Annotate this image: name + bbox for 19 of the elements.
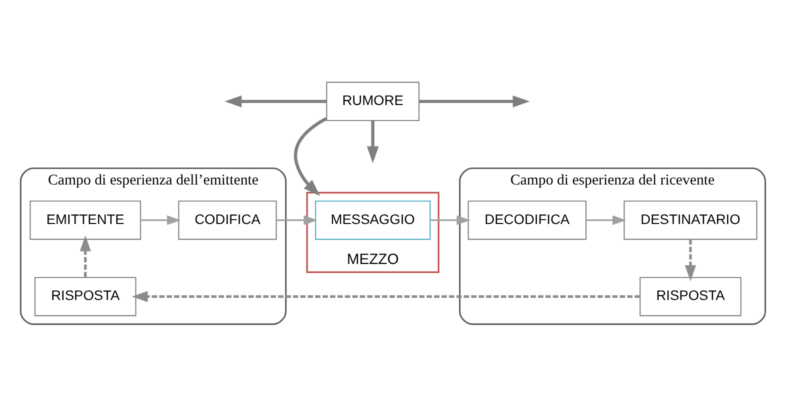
arrow [294,116,327,196]
arrow [430,214,470,225]
arrow [276,214,318,225]
arrow [366,120,378,163]
node-box: CODIFICA [178,200,276,240]
arrow [418,94,530,107]
node-box: DESTINATARIO [623,200,757,240]
node-box: EMITTENTE [29,200,141,240]
arrow [79,234,90,277]
node-box: RISPOSTA [34,276,136,316]
arrow [586,214,626,225]
node-box: RISPOSTA [639,276,741,316]
node-box: DECODIFICA [467,200,586,240]
arrow [140,214,180,225]
node-box: MESSAGGIO [314,200,430,240]
arrow [131,290,640,302]
arrow [684,238,696,281]
arrow [224,94,326,107]
node-box: RUMORE [326,81,419,121]
